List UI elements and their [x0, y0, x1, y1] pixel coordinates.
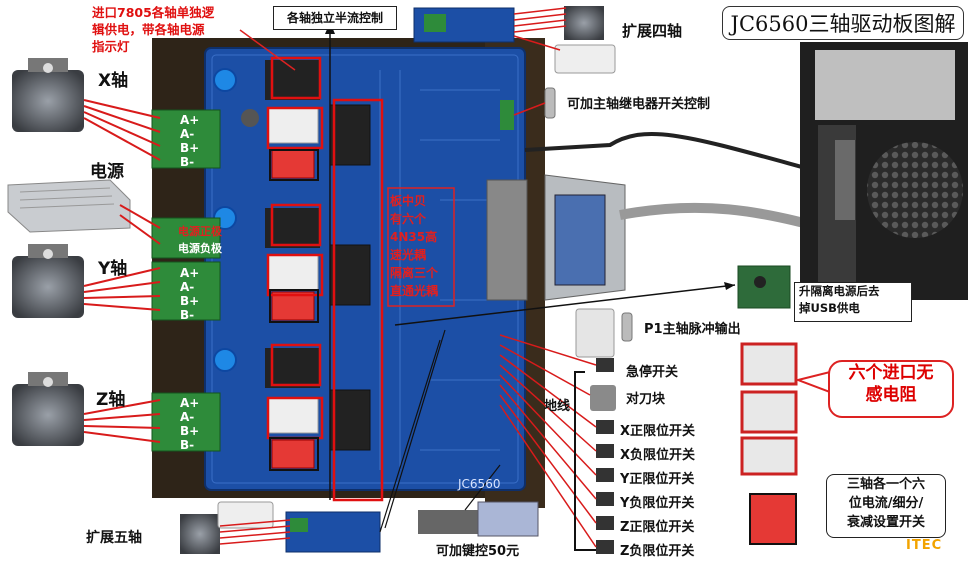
pc-case [800, 42, 968, 300]
axis-module-z [213, 348, 371, 469]
limit-switch-wires [499, 334, 597, 548]
expand-five-wires [219, 519, 291, 545]
label-expand-four: 扩展四轴 [622, 22, 683, 40]
coil-label: B- [180, 155, 195, 169]
label-power: 电源 [90, 162, 124, 182]
dip-switch-frames [269, 149, 319, 471]
resistor-samples [740, 342, 798, 476]
isolated-psu-box: 升隔离电源后去 掉USB供电 [794, 282, 912, 322]
label-x-axis: X轴 [98, 71, 129, 91]
coil-label: B- [180, 438, 195, 452]
limit-switch-label: X正限位开关 [620, 424, 696, 439]
coil-labels-y: A+ A- B+ B- [180, 266, 199, 322]
label-ground: 地线 [544, 399, 571, 414]
sensor-resistor-line: 感电阻 [865, 385, 917, 405]
limit-switch-list: X正限位开关 X负限位开关 Y正限位开关 Y负限位开关 Z正限位开关 Z负限位开… [620, 420, 695, 564]
center-note-line: 4N35高 [390, 230, 438, 244]
stepper-motor-y [12, 244, 84, 318]
axis-module-x [213, 60, 371, 179]
coil-labels-z: A+ A- B+ B- [180, 396, 199, 452]
parallel-cable [619, 202, 832, 235]
stepper-motor-z [12, 372, 84, 446]
relay-wire [513, 102, 546, 116]
half-current-box: 各轴独立半流控制 [273, 6, 397, 30]
highlight-frames [266, 56, 384, 502]
coil-label: B+ [180, 294, 200, 308]
psu-arrow [724, 282, 735, 290]
diagram-title: JC6560三轴驱动板图解 [722, 6, 964, 40]
label-keypad: 可加键控50元 [436, 544, 520, 559]
label-power-positive: 电源正极 [178, 225, 222, 238]
center-note-line: 速光耦 [390, 248, 427, 262]
label-estop: 急停开关 [626, 365, 679, 380]
coil-label: A+ [180, 266, 200, 280]
psu-pointer-line [394, 284, 736, 326]
coil-label: A+ [180, 113, 200, 127]
coil-label: A- [180, 127, 195, 141]
expand-five-board [180, 501, 381, 554]
dip-switch-note-line: 三轴各一个六 [846, 477, 925, 492]
label-relay-control: 可加主轴继电器开关控制 [567, 97, 711, 112]
center-note: 板中贝 有六个 4N35高 速光耦 隔离三个 直通光耦 [390, 192, 438, 300]
limit-switch-label: Y负限位开关 [620, 496, 695, 511]
isolated-psu-module [737, 265, 791, 309]
coil-label: B+ [180, 141, 200, 155]
coil-label: B+ [180, 424, 200, 438]
keypad-line [464, 464, 501, 511]
relay-contacts [500, 87, 556, 130]
coil-label: B- [180, 308, 195, 322]
dip-switch-note-line: 位电流/细分/ [848, 496, 924, 511]
label-power-negative: 电源负极 [178, 242, 222, 255]
motor-wires [83, 99, 161, 443]
stepper-motor-x [12, 58, 84, 132]
coil-label: A- [180, 410, 195, 424]
isolated-psu-line: 掉USB供电 [799, 301, 860, 315]
center-note-line: 有六个 [390, 212, 427, 226]
terminal-blocks [151, 109, 221, 452]
spindle-drive [575, 308, 633, 358]
center-note-frame [387, 187, 455, 307]
label-spindle-pulse: P1主轴脉冲输出 [644, 322, 741, 337]
sensor-resistor-callout: 六个进口无 感电阻 [828, 360, 954, 418]
note-7805-line: 进口7805各轴单独逻 [92, 5, 215, 20]
limit-switch-label: Z正限位开关 [620, 520, 695, 535]
expand-four-wires [513, 7, 567, 51]
dip-switch-sample [749, 493, 797, 545]
expand-four-board [413, 6, 616, 74]
note-7805-pointer [239, 29, 296, 71]
label-z-axis: Z轴 [96, 390, 126, 410]
watermark-logo: ITEC [906, 538, 943, 553]
dip-switch-note-line: 衰减设置开关 [846, 515, 925, 530]
coil-label: A- [180, 280, 195, 294]
label-expand-five: 扩展五轴 [86, 530, 142, 546]
limit-switch-label: Y正限位开关 [620, 472, 695, 487]
keypad-module [418, 501, 539, 537]
coil-labels-x: A+ A- B+ B- [180, 113, 199, 169]
ground-wire [574, 371, 596, 551]
sensor-resistor-line: 六个进口无 [848, 363, 934, 383]
note-7805-line: 指示灯 [92, 39, 130, 54]
note-7805: 进口7805各轴单独逻 辑供电，带各轴电源 指示灯 [92, 4, 214, 55]
limit-switch-label: Z负限位开关 [620, 544, 695, 559]
label-tool-block: 对刀块 [626, 392, 666, 407]
label-y-axis: Y轴 [98, 259, 128, 279]
expand-five-line-2 [384, 329, 446, 529]
dip-switch-note-box: 三轴各一个六 位电流/细分/ 衰减设置开关 [826, 474, 946, 538]
board-model-text: JC6560 [457, 477, 500, 491]
resistor-callout-tail [794, 370, 831, 394]
power-supply-unit [7, 179, 131, 233]
center-note-line: 直通光耦 [390, 284, 439, 298]
note-7805-line: 辑供电，带各轴电源 [92, 22, 205, 37]
expand-five-line [379, 339, 441, 533]
center-note-line: 板中贝 [390, 194, 427, 208]
limit-switch-label: X负限位开关 [620, 448, 696, 463]
limit-switch-icons [590, 358, 616, 554]
usb-cable [524, 131, 851, 182]
center-note-line: 隔离三个 [390, 266, 439, 280]
coil-label: A+ [180, 396, 200, 410]
isolated-psu-line: 升隔离电源后去 [799, 284, 880, 298]
db25-connector [486, 174, 626, 301]
